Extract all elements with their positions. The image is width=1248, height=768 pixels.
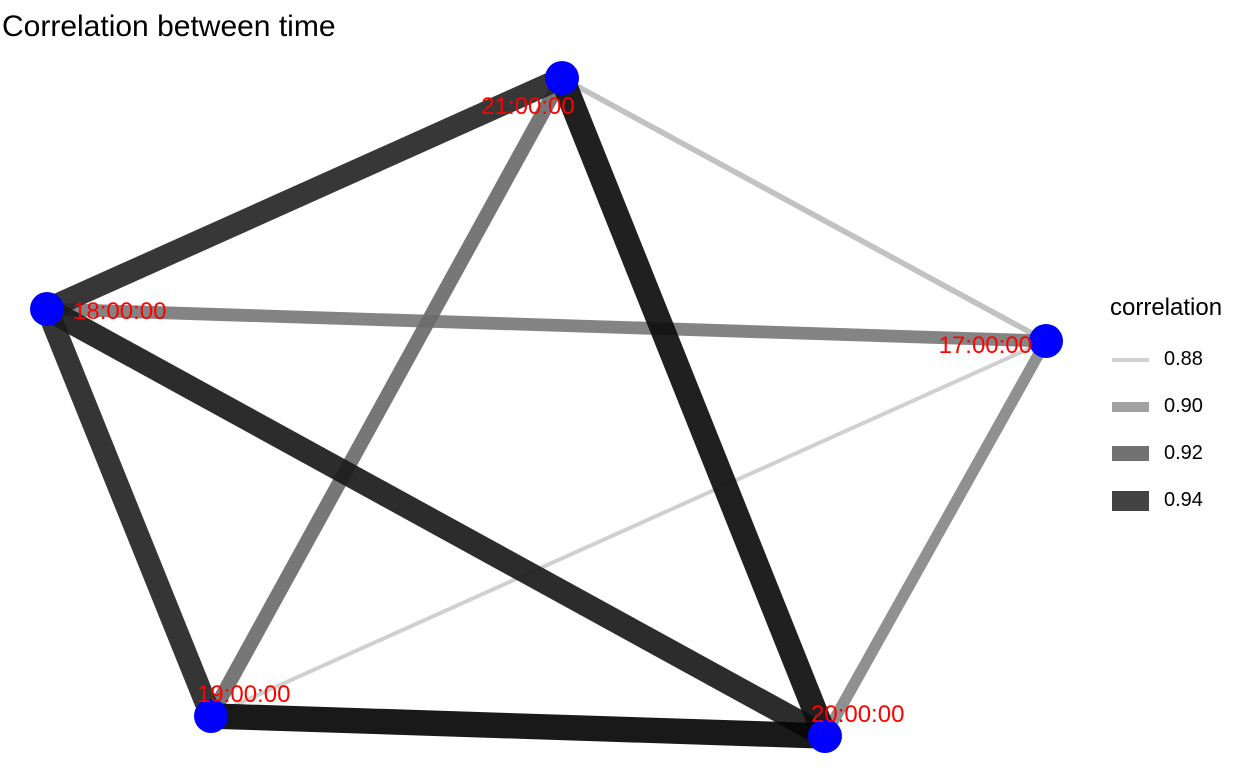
edge-170000-210000 (560, 75, 1048, 344)
legend-key-box (1110, 340, 1150, 380)
correlation-network-graph: 17:00:00 18:00:00 19:00:00 20:00:00 21:00:00 (30, 61, 1063, 753)
legend-label: 0.90 (1164, 395, 1203, 417)
node-190000 (194, 699, 228, 733)
edge-180000-210000 (42, 68, 567, 319)
edges-layer (36, 68, 1051, 749)
legend-swatch-1 (1111, 401, 1149, 412)
legend-swatch-0 (1111, 357, 1149, 362)
legend-title: correlation (1110, 294, 1223, 321)
legend-key-box (1110, 481, 1150, 521)
legend-key-box (1110, 387, 1150, 427)
node-label-180000: 18:00:00 (73, 298, 166, 325)
edge-190000-210000 (204, 74, 569, 720)
edge-180000-190000 (36, 304, 222, 721)
legend-entry: 0.94 (1110, 477, 1222, 524)
node-labels-layer: 17:00:00 18:00:00 19:00:00 20:00:00 21:00:00 (73, 93, 1032, 728)
node-label-200000: 20:00:00 (811, 701, 904, 728)
node-200000 (808, 719, 842, 753)
legend-key-box (1110, 434, 1150, 474)
edge-180000-200000 (41, 298, 831, 747)
legend-entry: 0.90 (1110, 383, 1222, 430)
node-210000 (545, 61, 579, 95)
edge-170000-180000 (46, 302, 1047, 348)
legend-swatch-2 (1111, 446, 1149, 461)
node-180000 (30, 292, 64, 326)
node-label-210000: 21:00:00 (481, 93, 574, 120)
edge-190000-200000 (210, 703, 826, 749)
node-label-170000: 17:00:00 (939, 332, 1032, 359)
legend-label: 0.94 (1164, 489, 1203, 511)
legend-label: 0.92 (1164, 442, 1203, 464)
node-170000 (1029, 324, 1063, 358)
legend-entry: 0.92 (1110, 430, 1222, 477)
node-label-190000: 19:00:00 (197, 681, 290, 708)
edge-170000-190000 (210, 339, 1047, 718)
edge-200000-210000 (550, 73, 837, 741)
page-title: Correlation between time (2, 10, 336, 43)
edge-170000-200000 (820, 338, 1051, 739)
legend-entry: 0.88 (1110, 336, 1222, 383)
legend-swatch-3 (1111, 490, 1149, 511)
nodes-layer (30, 61, 1063, 753)
legend: correlation 0.88 0.90 0.92 0.94 (1110, 294, 1222, 524)
legend-label: 0.88 (1164, 348, 1203, 370)
